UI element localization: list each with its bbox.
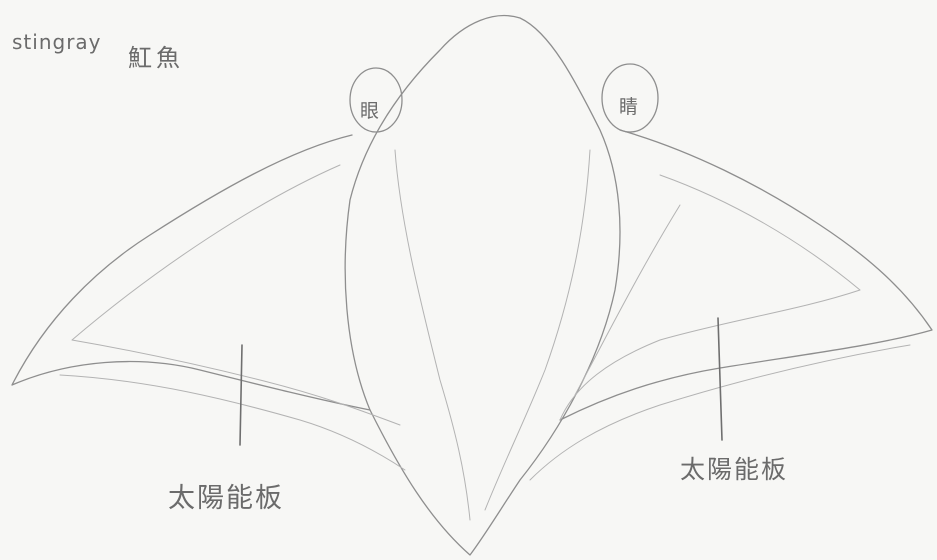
right-panel-leader-line [717,317,723,441]
solar-panel-label-right: 太陽能板 [680,455,789,484]
left-panel-leader-line [239,344,243,446]
left-eye-outline [349,67,403,133]
body-inner-line-left [394,149,471,521]
title-english: stingray [12,30,102,54]
body-inner-line-right [484,149,591,511]
solar-panel-label-left: 太陽能板 [168,483,284,514]
eye-label-right: 睛 [619,96,639,118]
title-chinese: 魟魚 [128,44,184,72]
left-wing-lower-edge [59,374,406,471]
right-wing-lower-edge [529,344,911,481]
right-wing-outline [559,129,933,421]
left-wing-outline [11,134,371,411]
eye-label-left: 眼 [360,100,380,122]
right-wing-inner-edge [559,174,861,421]
right-wing-fold-line [574,204,681,396]
right-eye-outline [601,63,659,133]
left-wing-inner-edge [71,164,401,426]
body-outline [344,14,621,556]
